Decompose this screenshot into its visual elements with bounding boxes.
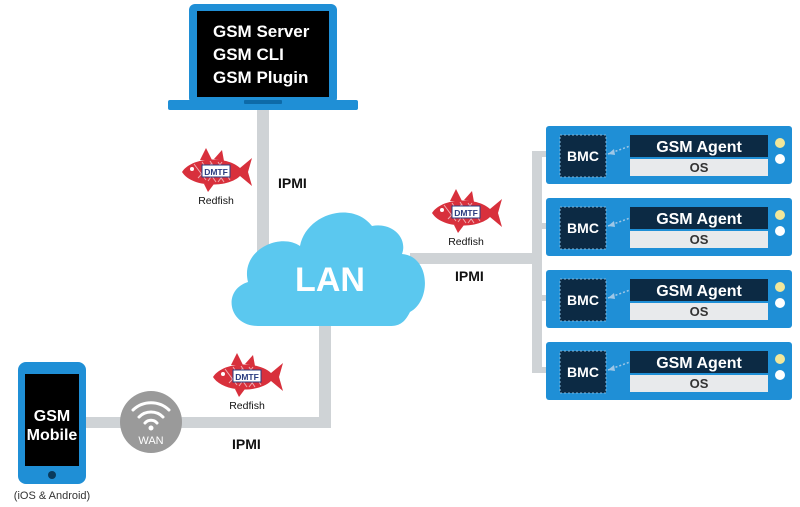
os-label: OS [690,304,709,319]
dmtf-badge [451,205,481,219]
redfish-label: Redfish [198,195,234,207]
agent-label: GSM Agent [656,355,742,372]
ipmi-label-top: IPMI [278,175,307,191]
bmc-box [559,134,607,178]
connector-server-bus [532,153,542,373]
bmc-box [559,278,607,322]
laptop-base [168,100,358,110]
bmc-label: BMC [567,364,599,380]
os-box [630,159,768,176]
dmtf-badge [201,164,231,178]
phone-screen [25,374,79,466]
cloud-shape [231,212,425,326]
agent-box [630,135,768,157]
os-box [630,303,768,320]
bmc-box [559,206,607,250]
laptop-line-3: GSM Plugin [213,68,308,87]
redfish-logo-top: DMTF Redfish [181,147,253,207]
os-label: OS [690,160,709,175]
connector-wan-cloud [178,417,331,428]
redfish-label: Redfish [229,400,265,412]
agent-box [630,207,768,229]
redfish-logo-bottom: DMTF Redfish [212,352,284,412]
os-box [630,231,768,248]
wan-label: WAN [138,435,163,447]
dmtf-label: DMTF [204,167,228,177]
os-label: OS [690,376,709,391]
arrow-head-icon [608,365,615,371]
bmc-label: BMC [567,220,599,236]
dmtf-badge [232,369,262,383]
bmc-box [559,350,607,394]
status-led-icon [775,282,785,292]
connector-laptop-cloud [257,110,269,255]
mobile-label-line-2: Mobile [27,427,78,444]
dmtf-label: DMTF [235,372,259,382]
agent-label: GSM Agent [656,283,742,300]
connector-cloud-down [319,318,331,428]
cloud-label: LAN [295,261,365,299]
status-led-icon [775,226,785,236]
bmc-label: BMC [567,292,599,308]
lan-cloud: LAN [231,212,425,326]
agent-label: GSM Agent [656,211,742,228]
status-led-icon [775,210,785,220]
arrow-head-icon [608,293,615,299]
phone-home-button [48,471,56,479]
status-led-icon [775,370,785,380]
status-led-icon [775,154,785,164]
dmtf-label: DMTF [454,208,478,218]
ipmi-label-bottom: IPMI [232,436,261,452]
mobile-caption: (iOS & Android) [14,490,90,502]
agent-box [630,279,768,301]
wifi-dot [148,425,154,431]
agent-box [630,351,768,373]
laptop-screen [197,11,329,97]
os-box [630,375,768,392]
redfish-label: Redfish [448,236,484,248]
status-led-icon [775,354,785,364]
laptop-base-notch [244,100,282,104]
arrow-head-icon [608,149,615,155]
wan-node: WAN [120,391,182,453]
mobile-label-line-1: GSM [34,408,70,425]
redfish-logo-right: DMTF Redfish [431,188,503,248]
mobile-phone: GSM Mobile (iOS & Android) [14,362,90,502]
connector-cloud-servers [410,253,538,264]
arrow-head-icon [608,221,615,227]
laptop-line-2: GSM CLI [213,45,284,64]
connector-phone-wan [85,417,125,428]
laptop: GSM Server GSM CLI GSM Plugin [168,4,358,110]
wifi-icon [131,401,171,425]
status-led-icon [775,138,785,148]
status-led-icon [775,298,785,308]
os-label: OS [690,232,709,247]
bmc-label: BMC [567,148,599,164]
laptop-line-1: GSM Server [213,22,310,41]
agent-label: GSM Agent [656,139,742,156]
ipmi-label-right: IPMI [455,268,484,284]
